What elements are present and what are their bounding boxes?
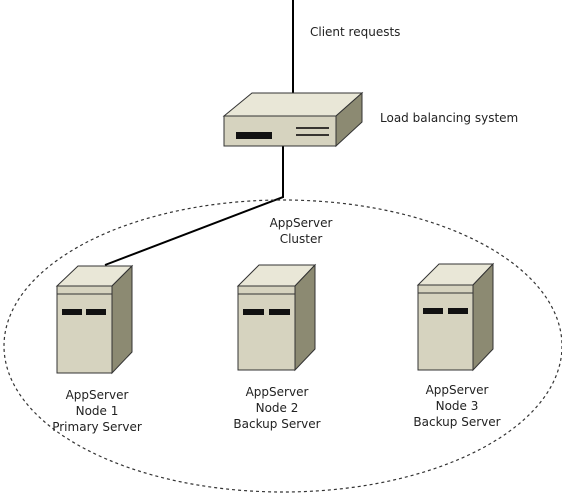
client-requests-label: Client requests [310, 25, 401, 39]
cluster-label: AppServer Cluster [270, 215, 333, 247]
node-label-line: AppServer [245, 385, 309, 399]
drive-slot [423, 308, 443, 314]
balancer-display-slot [236, 132, 272, 139]
node-label-line: Backup Server [413, 415, 501, 429]
node-label-line: Node 3 [435, 399, 479, 413]
drive-slot [86, 309, 106, 315]
server-tower-node-3 [416, 262, 495, 372]
node-label-line: Primary Server [52, 420, 142, 434]
balancer-to-node1-link [104, 146, 284, 266]
cluster-label-line-1: AppServer [269, 216, 333, 230]
drive-slot [269, 309, 290, 315]
node-3-label: AppServer Node 3 Backup Server [413, 382, 500, 430]
load-balancer-label: Load balancing system [380, 111, 519, 125]
drive-slot [243, 309, 264, 315]
node-1-label: AppServer Node 1 Primary Server [52, 387, 142, 435]
node-2-label: AppServer Node 2 Backup Server [233, 384, 320, 432]
node-label-line: AppServer [425, 383, 489, 397]
server-tower-node-2 [236, 263, 317, 372]
drive-slot [62, 309, 82, 315]
server-tower-node-1 [55, 264, 134, 375]
cluster-label-line-2: Cluster [279, 232, 323, 246]
drive-slot [448, 308, 468, 314]
node-label-line: Node 1 [75, 404, 119, 418]
load-balancer-device [222, 91, 364, 148]
node-label-line: Backup Server [233, 417, 321, 431]
node-label-line: AppServer [65, 388, 129, 402]
node-label-line: Node 2 [255, 401, 299, 415]
